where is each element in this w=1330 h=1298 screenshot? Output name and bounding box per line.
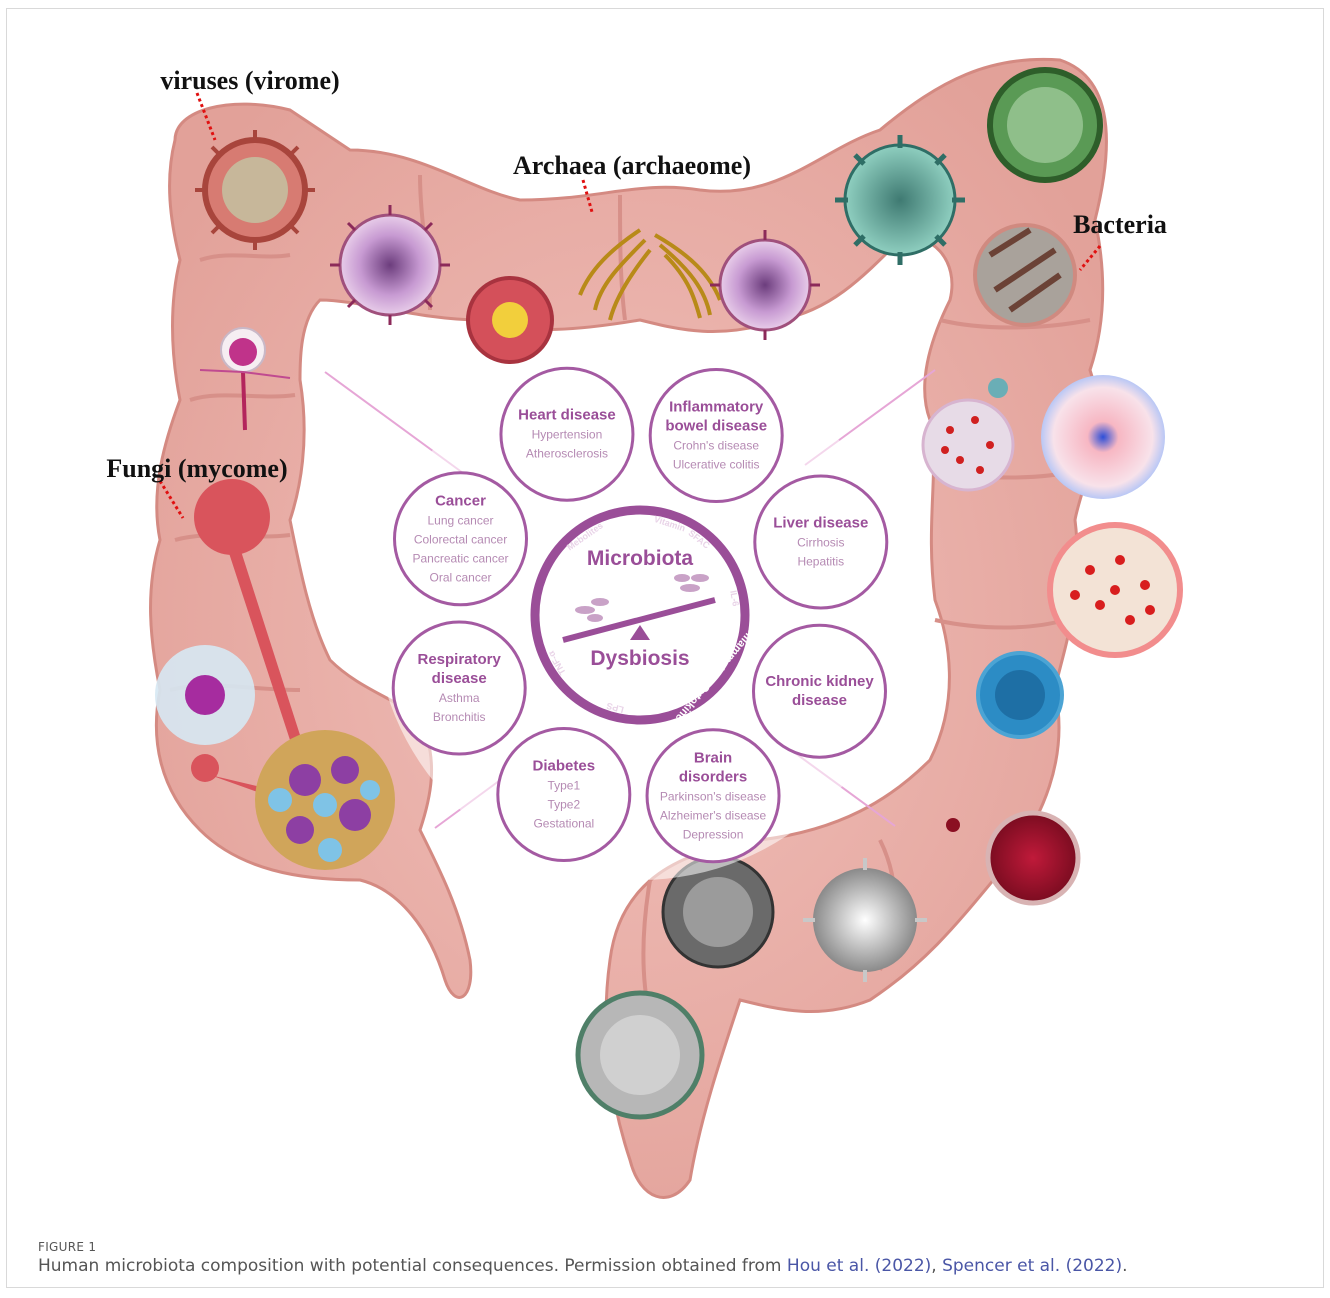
caption-text: Human microbiota composition with potent… [38,1256,787,1276]
green-virus-icon [990,70,1100,180]
disease-item: Parkinson's disease [660,789,767,803]
caption-end: . [1122,1256,1127,1276]
disease-item: Oral cancer [429,570,491,584]
red-dotted-virus-icon [923,400,1013,490]
disease-item: Hepatitis [797,554,844,568]
label-viruses: viruses (virome) [160,66,339,95]
disease-item: Asthma [439,691,480,705]
blue-sphere-cell-icon [1041,375,1165,499]
disease-wheel: Heart diseaseHypertensionAtherosclerosis… [375,350,905,880]
disease-item: Atherosclerosis [526,447,608,461]
disease-circle-outline [498,728,630,860]
disease-title: Brain [694,749,732,766]
blue-virus-icon [978,653,1062,737]
disease-item: Ulcerative colitis [673,458,760,472]
disease-circle-outline [393,622,525,754]
disease-title: bowel disease [665,418,767,435]
virus-virome-icon [195,130,315,250]
disease-item: Cirrhosis [797,535,844,549]
bacteria-icon [975,225,1075,325]
red-yellow-virus-icon [468,278,552,362]
disease-item: Crohn's disease [673,439,759,453]
disease-title: Diabetes [533,757,596,774]
figure-label: FIGURE 1 [38,1240,96,1254]
reference-link-spencer[interactable]: Spencer et al. (2022) [942,1256,1122,1276]
center-ring [535,510,745,720]
disease-item: Pancreatic cancer [412,551,508,565]
disease-item: Bronchitis [433,710,486,724]
disease-title: Cancer [435,492,486,509]
disease-circle-outline [753,625,885,757]
disease-circle-kidney: Chronic kidney disease [753,625,885,757]
disease-title: Respiratory [418,651,502,668]
microbiota-illustration: viruses (virome) Archaea (archaeome) Bac… [0,0,1330,1230]
disease-title: disease [432,670,487,687]
red-spotted-virus-icon [1050,525,1180,655]
disease-item: Type1 [547,778,580,792]
disease-title: Heart disease [518,407,616,424]
disease-title: disease [792,692,847,709]
disease-item: Colorectal cancer [414,532,507,546]
center-subtitle: Dysbiosis [590,647,689,670]
disease-title: Liver disease [773,514,868,531]
label-bacteria: Bacteria [1073,210,1167,239]
disease-item: Alzheimer's disease [660,808,767,822]
disease-item: Depression [683,827,744,841]
label-fungi: Fungi (mycome) [106,454,287,483]
figure-caption: Human microbiota composition with potent… [38,1256,1128,1276]
disease-item: Lung cancer [427,513,493,527]
small-teal-ball-icon [988,378,1008,398]
disease-title: disorders [679,768,747,785]
disease-title: Chronic kidney [765,673,874,690]
green-spiked-virus-icon [578,993,702,1117]
reference-link-hou[interactable]: Hou et al. (2022) [787,1256,931,1276]
label-archaea: Archaea (archaeome) [513,151,751,180]
center-title: Microbiota [587,547,693,570]
caption-separator: , [931,1256,942,1276]
disease-title: Inflammatory [669,399,764,416]
multicolor-virus-icon [255,730,395,870]
disease-item: Hypertension [532,428,603,442]
purple-virus-icon [330,205,450,325]
speckled-blue-microbe-icon [155,645,255,745]
disease-item: Gestational [533,816,594,830]
disease-circle-outline [650,370,782,502]
disease-item: Type2 [547,797,580,811]
